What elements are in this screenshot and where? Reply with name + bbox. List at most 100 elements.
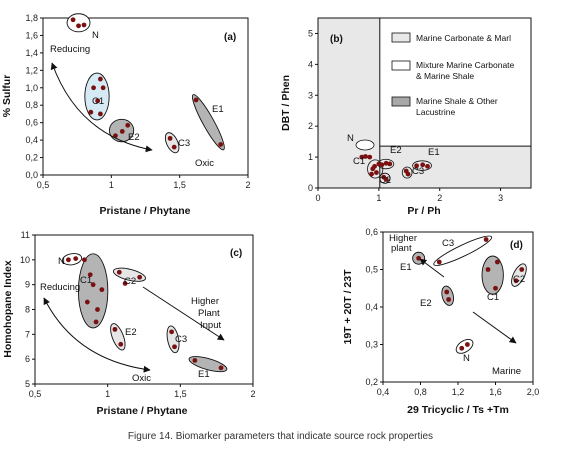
panel-b-data-point-e2: [383, 160, 389, 166]
panel-a-ytick-label: 0,2: [25, 153, 38, 163]
panel-b-xtick-label: 2: [437, 193, 442, 203]
panel-c-ytick-label: 8: [25, 305, 30, 315]
panel-a-ytick-label: 0,4: [25, 135, 38, 145]
panel-c-data-point-c2: [137, 274, 143, 280]
panel-c-data-point-c1: [82, 257, 87, 263]
panel-d-xtick-label: 2,0: [527, 387, 540, 397]
panel-c-ytick-label: 5: [25, 379, 30, 389]
panel-a-ytick-label: 1,0: [25, 83, 38, 93]
panel-b-data-point-c1: [372, 163, 377, 169]
panel-d-group-c3-outline: [433, 235, 493, 266]
panel-a-ylabel: % Sulfur: [1, 75, 13, 118]
panel-c-data-point-e1: [192, 358, 198, 363]
legend-swatch-marine-carbonate: [391, 32, 411, 43]
panel-b-data-point-e2: [387, 161, 393, 167]
panel-b-legend: Marine Carbonate & Marl Mixture Marine C…: [391, 32, 515, 117]
panel-a-data-point-c1: [100, 85, 106, 91]
panel-b-xlabel: Pr / Ph: [407, 205, 440, 217]
panel-c-annotation-input: Input: [200, 320, 221, 331]
panel-c-xlabel: Pristane / Phytane: [96, 405, 187, 417]
panel-c-data-point-n: [66, 257, 71, 263]
panel-a-annotation-reducing: Reducing: [50, 44, 90, 55]
panel-a-group-c1-label: C1: [92, 96, 104, 107]
legend-swatch-marine-shale: [391, 96, 411, 107]
panel-d-annotation-plant: plant: [391, 243, 412, 254]
panel-b-group-c2-label: C2: [379, 175, 391, 186]
panel-c-group-n-outline: [62, 253, 83, 266]
panel-b-group-c1-outline: [367, 159, 384, 179]
panel-d-ytick-label: 0,5: [365, 265, 378, 275]
panel-c-annotation-plant: Plant: [198, 308, 220, 319]
panel-a-data-point-c1: [98, 76, 103, 82]
panel-d-annotation-higher: Higher: [389, 233, 417, 244]
panel-b-group-e2-label: E2: [390, 145, 402, 156]
panel-d-data-point-c2: [519, 267, 525, 272]
panel-b-xtick-label: 0: [315, 193, 320, 203]
panel-a-data-point-e2: [119, 128, 125, 134]
panel-c-annotation-higher: Higher: [191, 296, 219, 307]
panel-c-label: (c): [230, 248, 242, 259]
panel-c-data-point-c1: [90, 282, 96, 288]
panel-d-xtick-label: 0,4: [377, 387, 390, 397]
figure-caption: Figure 14. Biomarker parameters that ind…: [127, 431, 434, 442]
legend-label-mixture: Mixture Marine Carbonate& Marine Shale: [416, 60, 515, 81]
panel-a-ytick-label: 0,8: [25, 100, 38, 110]
panel-a-group-e1-outline: [191, 94, 225, 151]
panel-a-xtick-label: 1,5: [173, 180, 186, 190]
panel-d-data-point-n: [464, 342, 470, 347]
panel-c-data-point-c1: [84, 299, 90, 305]
panel-b-group-e1-label: E1: [428, 147, 440, 158]
panel-d-xlabel: 29 Tricyclic / Ts +Tm: [407, 404, 509, 416]
panel-d-arrow-marine: [472, 311, 517, 344]
panel-d-data-point-e2: [444, 289, 450, 295]
panel-a-data-point-c3: [167, 135, 173, 141]
legend-swatch-mixture: [391, 60, 411, 71]
panel-c-xtick-label: 1,5: [174, 389, 187, 399]
panel-a-data-point-n: [76, 23, 81, 29]
panel-a-data-point-e1: [218, 142, 224, 147]
panel-d-data-point-c3: [436, 259, 442, 265]
panel-b-data-point-c2: [383, 176, 389, 182]
panel-d-group-n-label: N: [463, 353, 470, 364]
panel-c-annotation-reducing: Reducing: [40, 282, 80, 293]
panel-c-group-c3-label: C3: [175, 334, 187, 345]
panel-d-xtick-label: 1,6: [489, 387, 502, 397]
panel-a-label: (a): [224, 32, 236, 43]
panel-a-group-c3-label: C3: [178, 138, 190, 149]
panel-c-data-point-c3: [172, 344, 177, 350]
panel-b-group-n-label: N: [347, 133, 354, 144]
panel-d-ytick-label: 0,4: [365, 302, 378, 312]
legend-label-marine-carbonate: Marine Carbonate & Marl: [416, 33, 511, 43]
panel-c-data-point-c1: [87, 272, 93, 278]
panel-c-data-point-c1: [93, 319, 99, 325]
panel-c-data-point-c3: [169, 329, 175, 335]
panel-b-ytick-label: 2: [308, 121, 313, 131]
panel-c-ytick-label: 6: [25, 354, 30, 364]
panel-a-xtick-label: 0,5: [37, 180, 50, 190]
panel-a-data-point-n: [81, 22, 87, 28]
panel-d-data-point-c3: [483, 237, 489, 242]
panel-d-ylabel: 19T + 20T / 23T: [342, 269, 354, 345]
panel-b-data-point-e2: [379, 162, 385, 168]
panel-b-data-point-n: [359, 154, 365, 160]
panel-d-data-point-c1: [494, 259, 500, 265]
panel-d-xtick-label: 1,2: [452, 387, 465, 397]
panel-b-ytick-label: 0: [308, 183, 313, 193]
panel-d-ytick-label: 0,3: [365, 340, 378, 350]
panel-d-group-e1-label: E1: [400, 262, 412, 273]
panel-b-group-c2-outline: [379, 172, 391, 184]
panel-a-data-point-c1: [88, 109, 94, 115]
panel-a-ytick-label: 1,6: [25, 30, 38, 40]
panel-c-data-point-n: [73, 256, 79, 261]
panel-c-ylabel: Homohopane Index: [2, 260, 14, 358]
panel-c-ytick-label: 10: [20, 255, 30, 265]
panel-c-xtick-label: 1: [105, 389, 110, 399]
panel-d-data-point-e2: [446, 297, 452, 302]
panel-b-label: (b): [330, 34, 343, 45]
panel-a-xtick-label: 2: [245, 180, 250, 190]
